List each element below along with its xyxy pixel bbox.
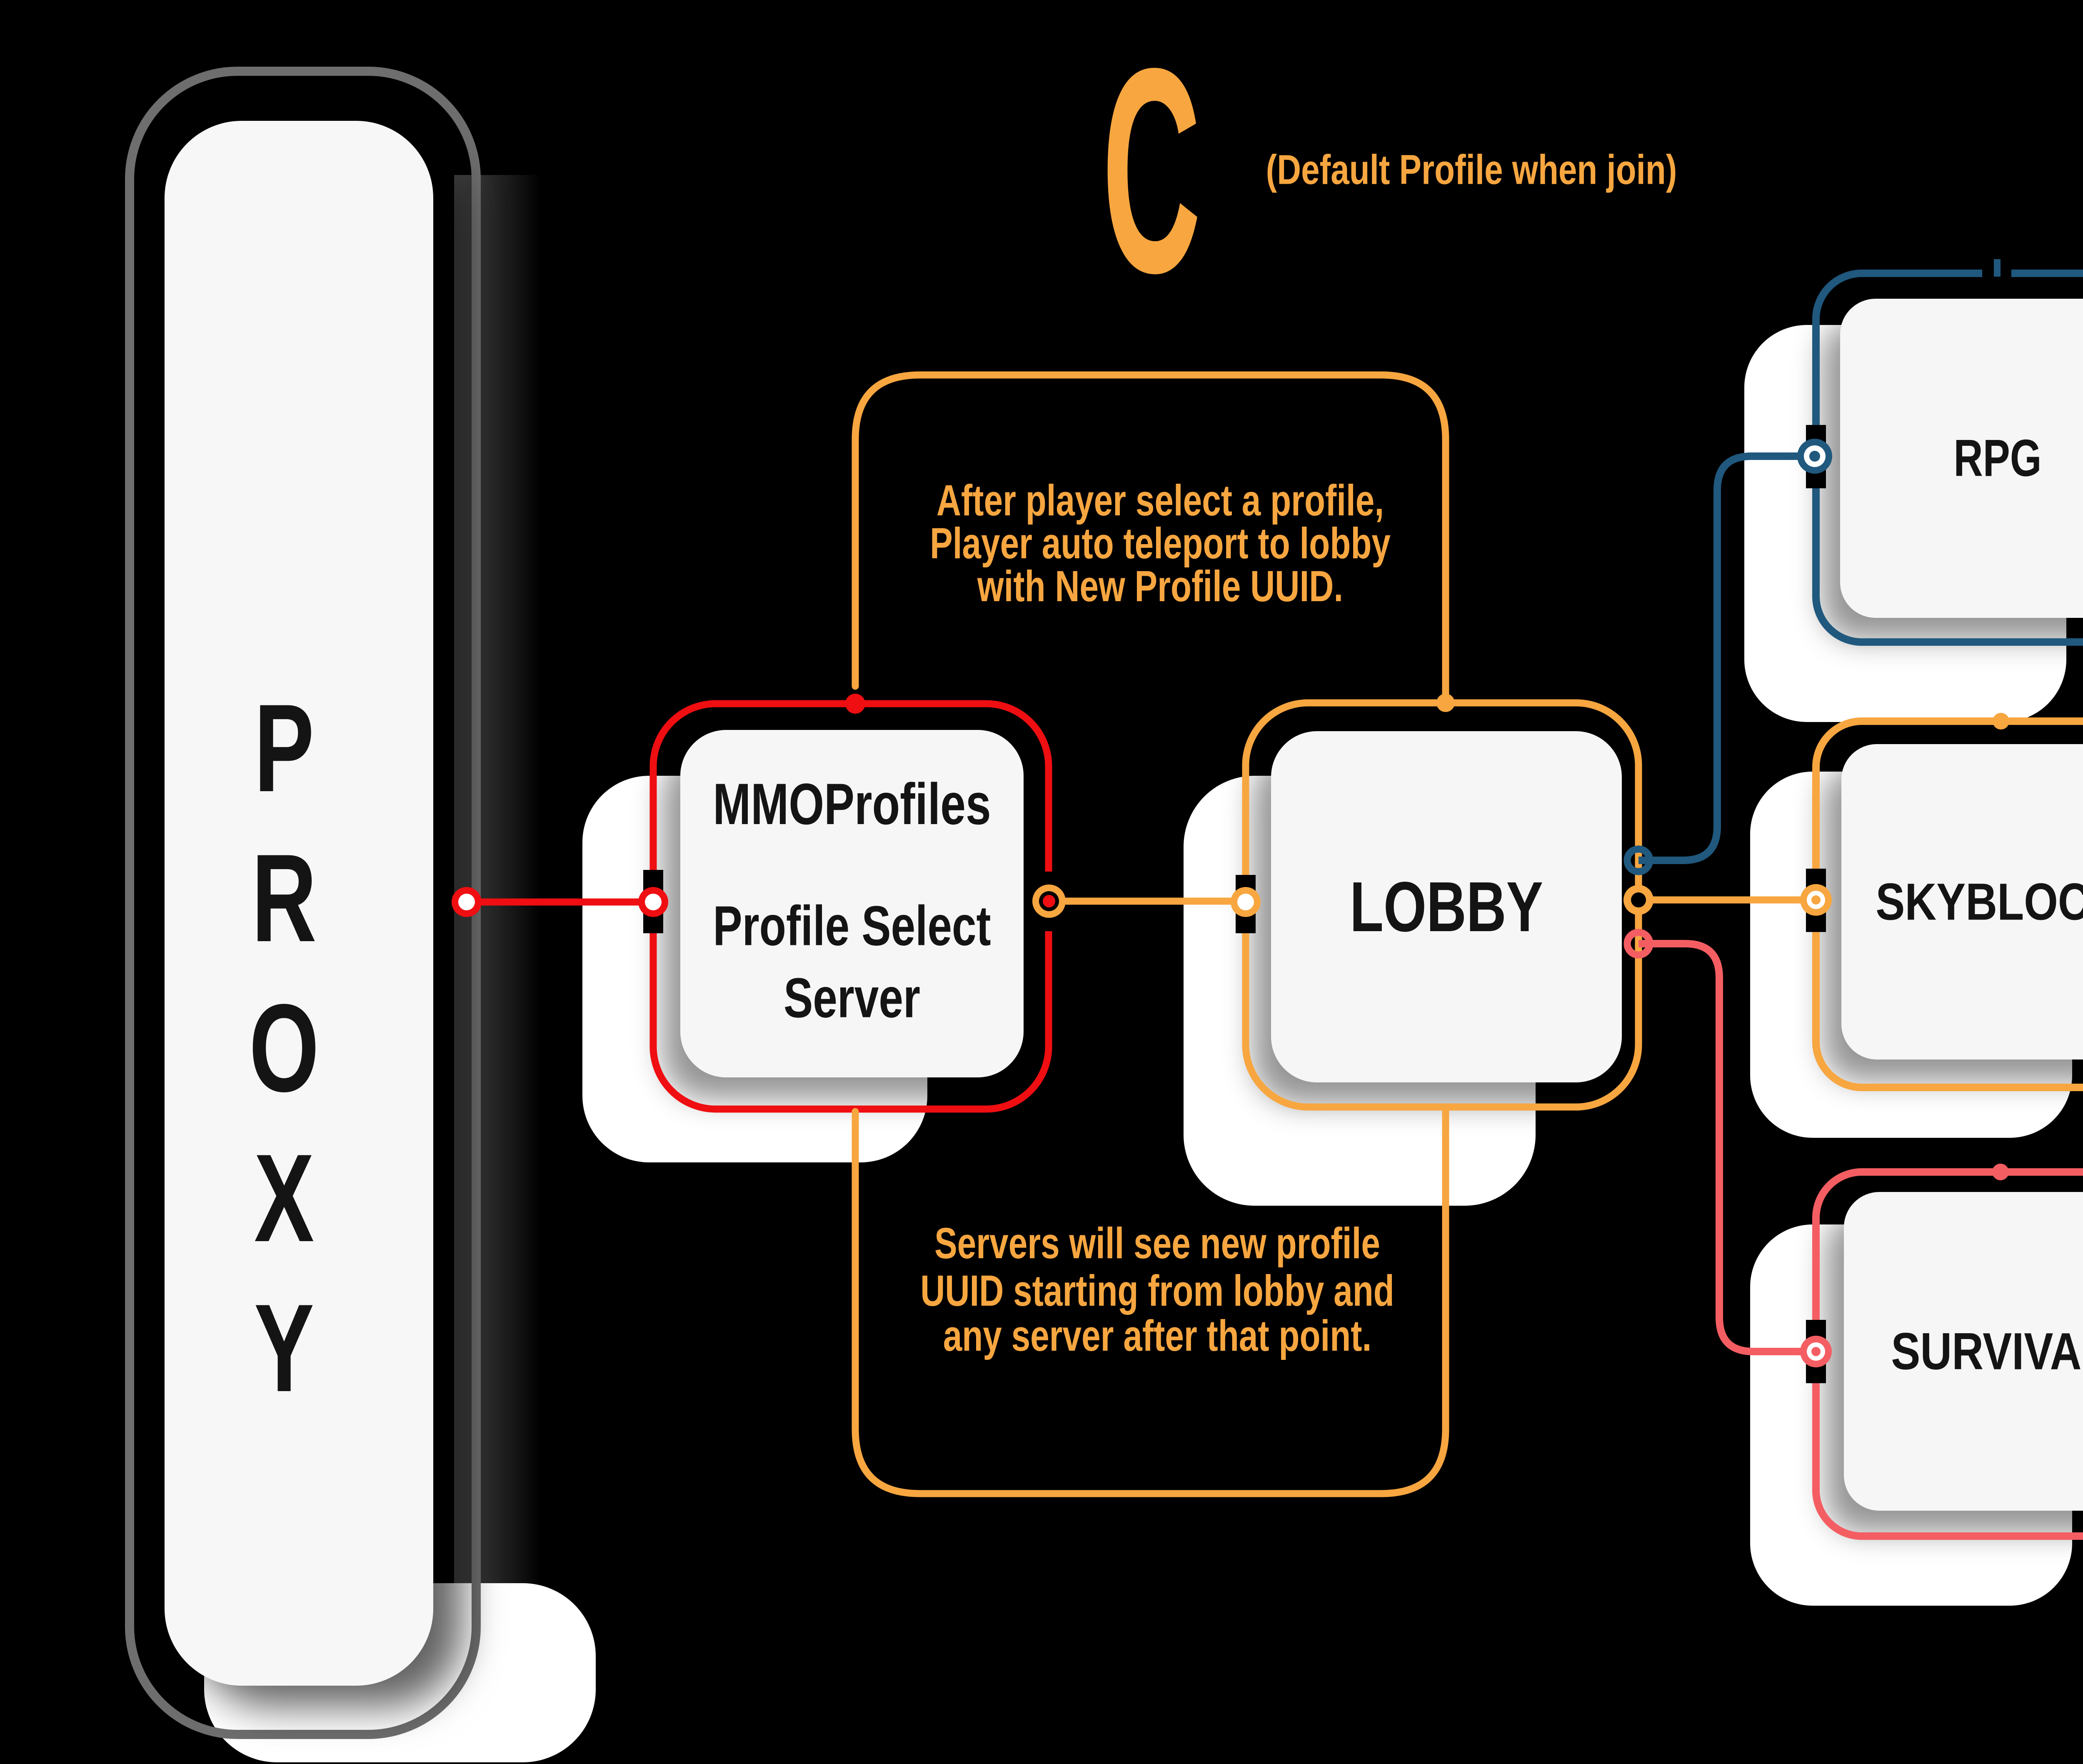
proxy-letter-o: O [249,978,320,1118]
profiles-right-ring [1032,884,1066,918]
rpg-top-tick [1994,259,2001,277]
skyblock-title: SKYBLOCK [1876,873,2083,931]
proxy-letter-p: P [254,678,315,818]
profiles-title: MMOProfiles [713,771,991,837]
lobby-rpg-junction-ring [1623,845,1653,875]
header-caption: (Default Profile when join) [1266,146,1677,193]
lobby-title: LOBBY [1349,867,1544,947]
survival-title: SURVIVAL [1891,1322,2083,1381]
top-annotation-line-1: After player select a profile, [936,476,1384,525]
lobby-survival-junction-ring [1623,929,1653,959]
proxy-glow [454,175,542,1683]
bottom-annotation-line-2: UUID starting from lobby and [920,1267,1394,1315]
top-annotation-line-3: with New Profile UUID. [977,562,1344,611]
survival-top-dot [1992,1164,2009,1180]
top-annotation-line-2: Player auto teleport to lobby [930,519,1391,568]
bottom-annotation-line-3: any server after that point. [943,1312,1372,1360]
profiles-top-dot [845,694,865,714]
bottom-annotation-line-1: Servers will see new profile [934,1219,1380,1268]
proxy-letter-y: Y [254,1278,315,1418]
profiles-subtitle-1: Profile Select [713,894,991,957]
proxy-card [165,121,433,1686]
proxy-letter-x: X [254,1128,315,1268]
proxy-frame [125,67,481,1739]
rpg-title: RPG [1953,429,2042,487]
header-big-letter: C [1102,7,1201,334]
proxy-letter-r: R [252,828,317,968]
lobby-top-dot [1436,694,1455,712]
lobby-skyblock-junction-ring [1623,885,1653,915]
profiles-subtitle-2: Server [784,966,920,1029]
